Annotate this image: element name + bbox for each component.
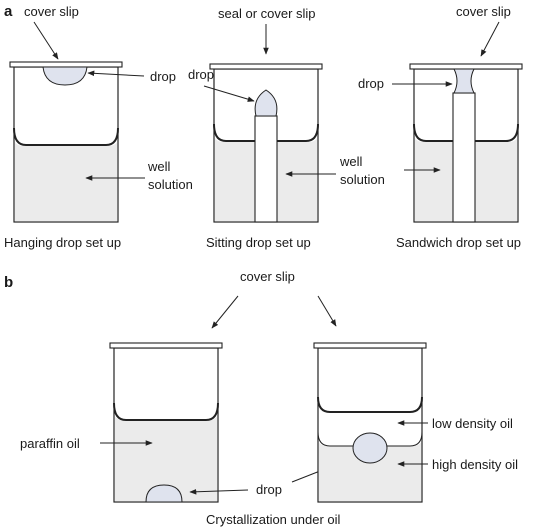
sandwich-drop-well: [409, 63, 523, 223]
hanging-drop-label: drop: [150, 69, 176, 84]
two-oil-layer-well: [313, 342, 427, 503]
hanging-well-solution: [14, 138, 118, 222]
sitting-drop-post: [254, 115, 278, 223]
hanging-cover-slip-label: cover slip: [24, 4, 79, 19]
hanging-cover-slip-arrow: [33, 21, 59, 60]
panel-a-letter: a: [4, 3, 13, 20]
hanging-cover-slip: [9, 61, 123, 68]
sitting-well-label-1: well: [339, 154, 363, 169]
low-density-meniscus: [317, 396, 423, 413]
b-cover-slip-label: cover slip: [240, 269, 295, 284]
sitting-drop: [254, 89, 278, 117]
sitting-drop-arrow: [203, 85, 255, 102]
paraffin-oil-well: [109, 342, 223, 503]
sitting-cover-slip: [209, 63, 323, 70]
paraffin-meniscus: [113, 402, 219, 421]
b-drop-arrow-left: [189, 488, 249, 495]
sandwich-caption: Sandwich drop set up: [396, 235, 521, 250]
sandwich-cover-slip: [409, 63, 523, 70]
sandwich-drop-post: [452, 92, 476, 223]
paraffin-oil-layer: [114, 412, 218, 502]
paraffin-oil-label: paraffin oil: [20, 436, 80, 451]
b-cover-slip-arrow-right: [317, 295, 337, 327]
hanging-caption: Hanging drop set up: [4, 235, 121, 250]
hanging-drop-well: [9, 61, 123, 223]
sandwich-cover-slip-label: cover slip: [456, 4, 511, 19]
sitting-drop-label: drop: [188, 67, 214, 82]
two-layer-cover-slip: [313, 342, 427, 349]
hanging-drop: [42, 66, 88, 86]
low-density-oil-label: low density oil: [432, 416, 513, 431]
sitting-caption: Sitting drop set up: [206, 235, 311, 250]
high-density-oil-layer: [318, 438, 422, 502]
paraffin-cover-slip: [109, 342, 223, 349]
sandwich-drop-label: drop: [358, 76, 384, 91]
high-density-oil-label: high density oil: [432, 457, 518, 472]
sitting-well-label-2: solution: [340, 172, 385, 187]
hanging-well-label-1: well: [147, 159, 171, 174]
b-cover-slip-arrow-left: [211, 295, 239, 329]
panel-b-letter: b: [4, 274, 13, 291]
paraffin-drop: [145, 484, 183, 503]
hanging-well-label-2: solution: [148, 177, 193, 192]
sitting-cover-slip-label: seal or cover slip: [218, 6, 316, 21]
b-drop-label: drop: [256, 482, 282, 497]
sitting-drop-well: [209, 63, 323, 223]
b-caption: Crystallization under oil: [206, 512, 341, 527]
sandwich-cover-slip-arrow: [480, 21, 500, 57]
hanging-drop-arrow: [87, 70, 145, 77]
two-layer-drop: [352, 432, 388, 464]
hanging-meniscus: [13, 127, 119, 146]
sandwich-drop: [453, 68, 475, 94]
